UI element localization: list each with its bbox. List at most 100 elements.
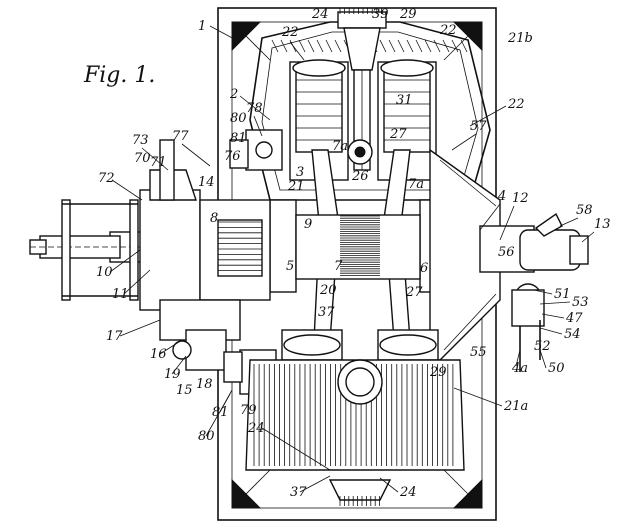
- reference-numeral: 56: [498, 245, 515, 260]
- leader-n21a: [453, 387, 503, 407]
- reference-numeral: 20: [319, 283, 337, 298]
- leader-n58: [559, 217, 579, 227]
- reference-numeral: 16: [150, 347, 167, 362]
- leader-n50: [539, 349, 547, 369]
- reference-numeral: 12: [512, 191, 529, 206]
- reference-numeral: 24: [311, 7, 329, 22]
- reference-numeral: 51: [554, 287, 571, 302]
- lower-cylinders: [245, 329, 465, 506]
- reference-numeral: 22: [281, 25, 299, 40]
- reference-numeral: 21: [287, 179, 305, 194]
- reference-numeral: 15: [176, 383, 193, 398]
- leader-n12: [499, 205, 515, 241]
- reference-numeral: 77: [172, 129, 189, 144]
- reference-numeral: 21b: [507, 31, 533, 46]
- reference-numeral: 27: [405, 285, 423, 300]
- reference-numeral: 7a: [332, 139, 348, 154]
- reference-numeral: 78: [246, 101, 263, 116]
- reference-numeral: 72: [98, 171, 115, 186]
- reference-numeral: 39: [372, 7, 389, 22]
- reference-numeral: 9: [304, 217, 312, 232]
- reference-numeral: 80: [198, 429, 215, 444]
- leader-n2: [239, 95, 271, 121]
- leader-lines: [109, 25, 595, 493]
- reference-numeral: 26: [351, 169, 369, 184]
- reference-numeral: 7a: [408, 177, 424, 192]
- leader-n22a: [289, 41, 305, 61]
- reference-numeral: 19: [164, 367, 181, 382]
- leader-n72: [111, 179, 143, 201]
- leader-n73: [141, 147, 169, 171]
- leader-n16: [159, 339, 183, 355]
- leader-n19: [171, 355, 187, 375]
- reference-numeral: 7: [334, 259, 343, 274]
- reference-numeral: 2: [229, 87, 238, 102]
- leader-n57: [451, 133, 477, 151]
- reference-numeral: 70: [134, 151, 151, 166]
- leader-n24m: [261, 427, 331, 471]
- reference-numeral: 57: [470, 119, 487, 134]
- reference-numeral: 71: [150, 155, 167, 170]
- leader-n78: [253, 115, 263, 137]
- connecting-rods: [311, 149, 411, 341]
- leader-n51: [533, 289, 553, 295]
- reference-numeral: 76: [224, 149, 241, 164]
- reference-numeral: 24: [399, 485, 417, 500]
- reference-numeral: 17: [106, 329, 123, 344]
- leader-n22c: [469, 105, 507, 127]
- reference-numeral: 29: [429, 365, 447, 380]
- reference-numeral: 50: [548, 361, 565, 376]
- leader-n13: [581, 231, 595, 243]
- left-gear-assembly: [61, 139, 271, 371]
- reference-numeral: 18: [196, 377, 213, 392]
- reference-numeral: 80: [230, 111, 247, 126]
- reference-numeral: 37: [290, 485, 307, 500]
- reference-numeral: 5: [286, 259, 294, 274]
- reference-numeral: 13: [594, 217, 611, 232]
- reference-numeral: 22: [439, 23, 457, 38]
- reference-numeral: 24: [247, 421, 265, 436]
- reference-numeral: 73: [132, 133, 149, 148]
- reference-numeral: 54: [564, 327, 581, 342]
- reference-numeral: 4: [497, 189, 506, 204]
- reference-numeral: 3: [296, 165, 304, 180]
- leader-n10: [109, 249, 141, 273]
- leader-n24b: [379, 477, 399, 493]
- leader-n1: [209, 25, 237, 41]
- reference-numeral: 27: [389, 127, 407, 142]
- reference-numeral: 22: [507, 97, 525, 112]
- reference-numeral: 4a: [511, 361, 528, 376]
- reference-numeral: 14: [198, 175, 215, 190]
- right-assembly: [429, 148, 589, 372]
- reference-numeral: 52: [534, 339, 551, 354]
- reference-numeral: 81: [230, 131, 247, 146]
- leader-n77: [181, 143, 211, 167]
- reference-numeral: 37: [318, 305, 335, 320]
- leader-n54: [539, 327, 563, 335]
- leader-n17: [119, 319, 161, 337]
- reference-numeral: 29: [399, 7, 417, 22]
- reference-numeral: 11: [112, 287, 129, 302]
- reference-numeral: 31: [396, 93, 413, 108]
- leader-n80b: [205, 393, 231, 437]
- reference-numeral: 53: [572, 295, 589, 310]
- leader-n37b: [299, 475, 331, 493]
- reference-numeral: 79: [240, 403, 257, 418]
- leader-n11: [123, 269, 151, 295]
- reference-numeral: 10: [96, 265, 113, 280]
- figure-title: Fig. 1.: [83, 63, 155, 88]
- leader-n53: [539, 301, 571, 305]
- reference-numeral: 6: [420, 261, 428, 276]
- leader-n47: [541, 313, 565, 319]
- reference-numeral: 8: [210, 211, 218, 226]
- reference-numeral: 1: [198, 19, 206, 34]
- reference-numeral: 81: [212, 405, 229, 420]
- reference-numeral: 55: [470, 345, 487, 360]
- reference-numeral: 21a: [503, 399, 528, 414]
- reference-numeral: 58: [576, 203, 593, 218]
- reference-numeral: 47: [565, 311, 583, 326]
- leader-n4a: [515, 349, 521, 367]
